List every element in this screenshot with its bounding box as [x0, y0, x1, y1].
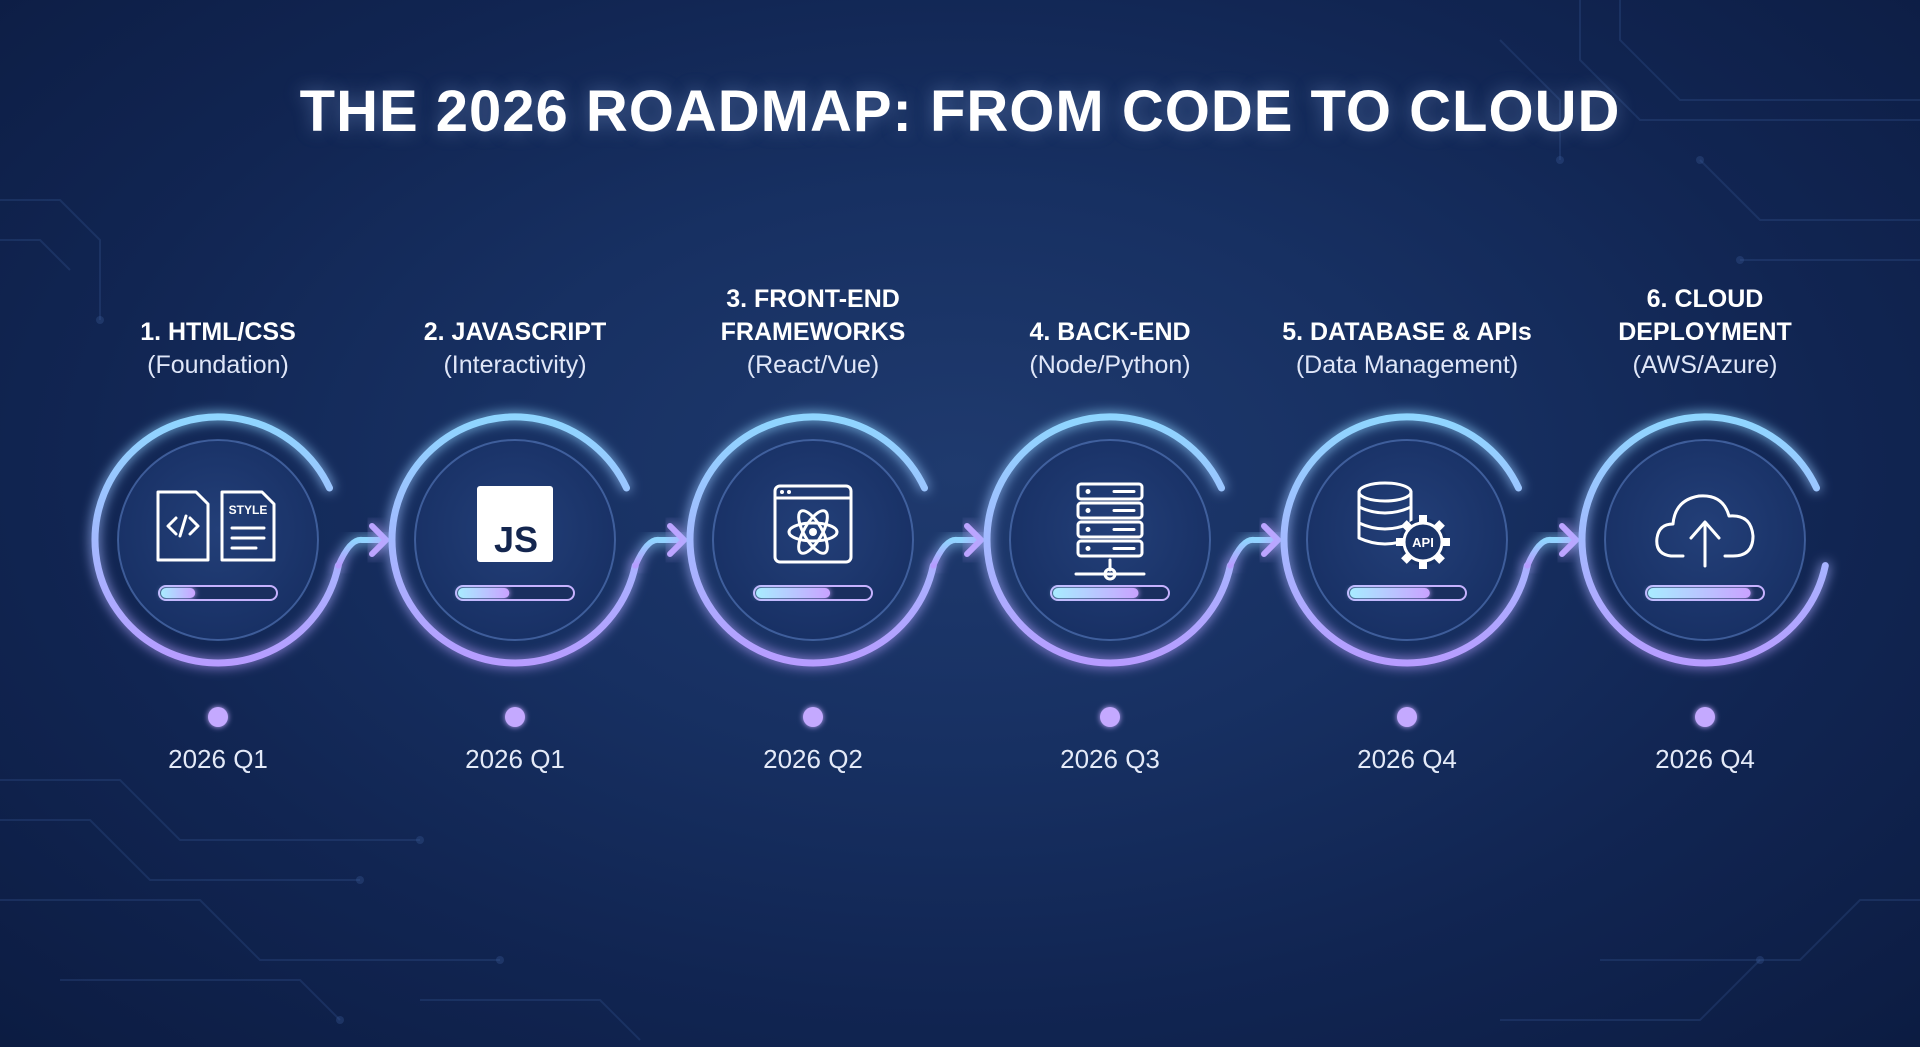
stage-ring [388, 413, 639, 667]
stage-title-3: 3. FRONT-END FRAMEWORKS [720, 285, 906, 346]
server-stack-icon [1074, 482, 1146, 581]
stage-subtitle-6: (AWS/Azure) [1632, 351, 1778, 379]
stage-title-4: 4. BACK-END [1029, 318, 1191, 346]
connector-line [335, 536, 387, 569]
html-css-files-icon: STYLE [156, 490, 276, 562]
stage-title-1: 1. HTML/CSS [140, 318, 296, 346]
progress-fill [161, 588, 196, 598]
js-square [477, 486, 553, 562]
stage-node-5: API [1280, 413, 1579, 727]
stage-date-3: 2026 Q2 [763, 744, 863, 774]
stage-date-1: 2026 Q1 [168, 744, 268, 774]
stage-title-5: 5. DATABASE & APIs [1282, 318, 1532, 346]
progress-fill [458, 588, 510, 598]
stage-date-6: 2026 Q4 [1655, 744, 1755, 774]
timeline-dot [505, 707, 525, 727]
connector-arrowhead [964, 523, 984, 557]
stage-subtitle-5: (Data Management) [1295, 351, 1519, 379]
stage-ring [983, 413, 1234, 667]
progress-fill [1350, 588, 1430, 598]
stage-ring [91, 413, 342, 667]
connector-line [632, 536, 685, 569]
progress-fill [1648, 588, 1751, 598]
api-label: API [1412, 535, 1434, 550]
connector-arrowhead [1261, 523, 1281, 557]
stage-date-5: 2026 Q4 [1357, 744, 1457, 774]
connector-arrowhead [1559, 523, 1579, 557]
connector-line [1524, 536, 1577, 569]
stage-title-6: 6. CLOUD DEPLOYMENT [1618, 285, 1792, 346]
timeline-dot [1695, 707, 1715, 727]
connector-arrowhead [667, 523, 687, 557]
stage-node-2: JS [388, 413, 687, 727]
page-title: THE 2026 ROADMAP: FROM CODE TO CLOUD [299, 79, 1621, 144]
js-label: JS [494, 519, 538, 560]
style-label: STYLE [229, 503, 268, 517]
stage-node-3 [686, 413, 984, 727]
stage-subtitle-4: (Node/Python) [1029, 351, 1191, 379]
progress-fill [1053, 588, 1139, 598]
stage-title-2: 2. JAVASCRIPT [423, 318, 607, 346]
timeline-dot [1100, 707, 1120, 727]
stage-node-1: STYLE [91, 413, 389, 727]
stage-ring [1578, 413, 1829, 667]
stage-subtitle-1: (Foundation) [147, 351, 289, 379]
inner-disc [117, 439, 319, 641]
react-atom-icon [773, 484, 853, 564]
js-logo-icon: JS [477, 486, 553, 562]
stage-date-4: 2026 Q3 [1060, 744, 1160, 774]
timeline-dot [208, 707, 228, 727]
stage-subtitle-3: (React/Vue) [746, 351, 880, 379]
stage-ring [686, 413, 937, 667]
timeline-dot [803, 707, 823, 727]
connector-line [1227, 536, 1279, 569]
stage-node-6 [1578, 413, 1829, 727]
stage-subtitle-2: (Interactivity) [443, 351, 587, 379]
cloud-upload-icon [1655, 494, 1755, 568]
connector-arrowhead [369, 523, 389, 557]
database-api-icon: API [1357, 481, 1450, 569]
stage-node-4 [983, 413, 1281, 727]
progress-fill [756, 588, 831, 598]
stage-ring [1280, 413, 1531, 667]
connector-line [930, 536, 982, 569]
timeline-dot [1397, 707, 1417, 727]
stage-date-2: 2026 Q1 [465, 744, 565, 774]
